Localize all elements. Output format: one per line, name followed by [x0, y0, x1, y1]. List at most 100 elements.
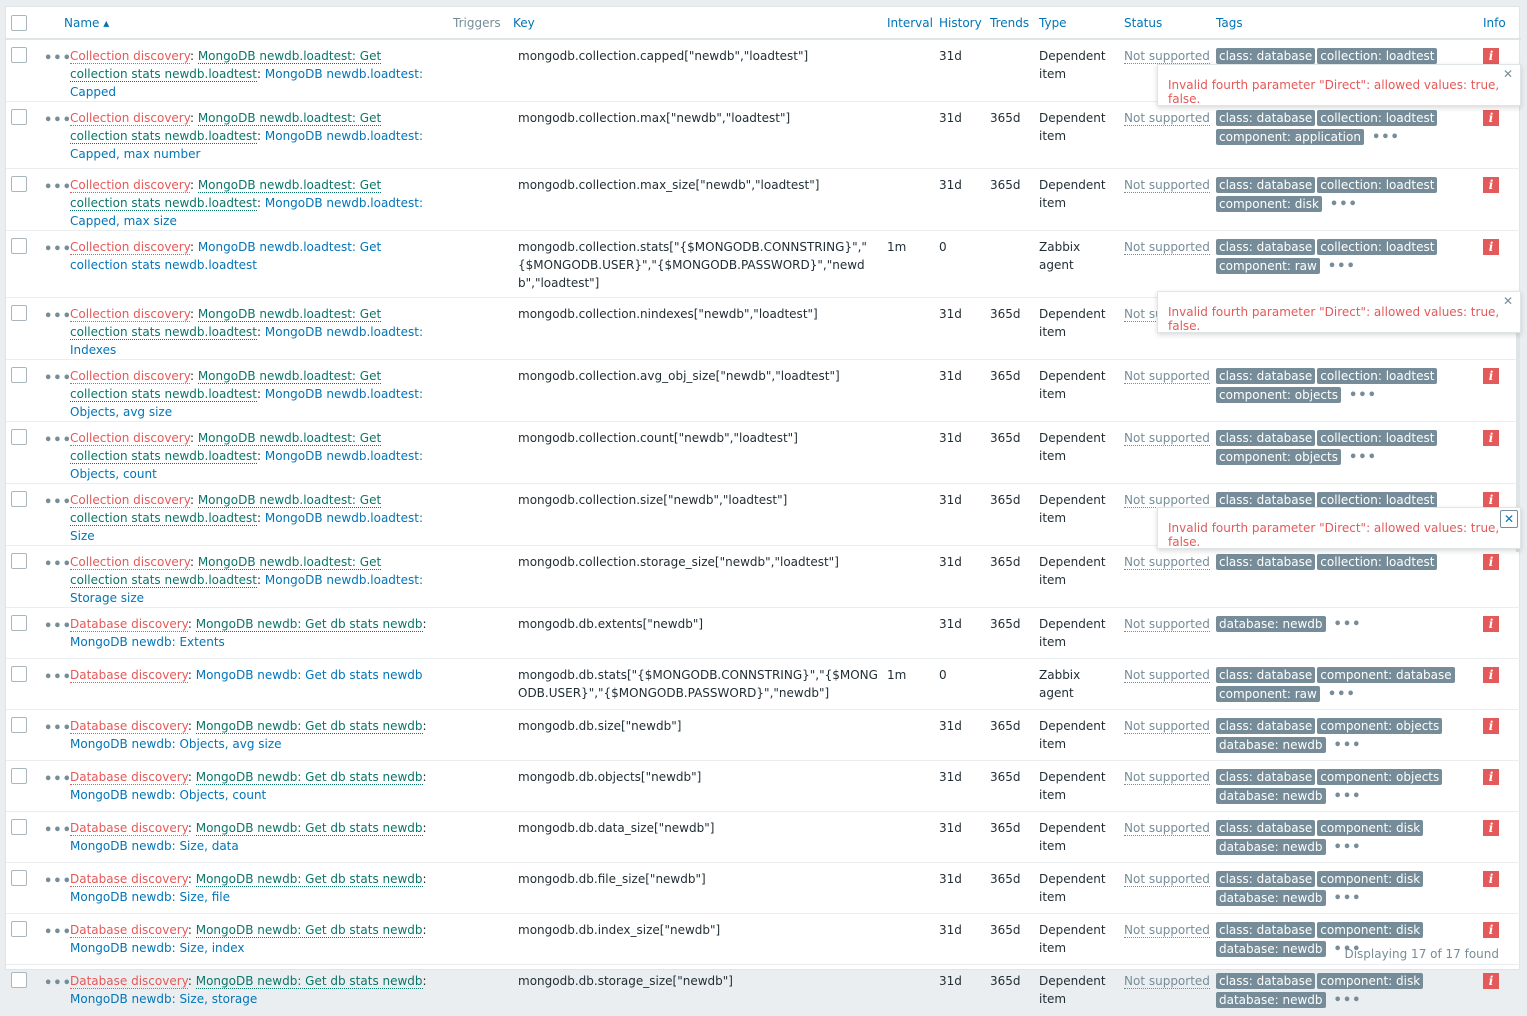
discovery-rule-link[interactable]: Database discovery — [70, 617, 188, 632]
row-menu-icon[interactable]: ••• — [44, 51, 72, 66]
row-menu-icon[interactable]: ••• — [44, 242, 72, 257]
col-trends[interactable]: Trends — [990, 15, 1030, 30]
more-tags-button[interactable]: ••• — [1348, 450, 1377, 465]
scrollbar[interactable] — [1516, 322, 1519, 552]
item-name-link[interactable]: MongoDB newdb: Extents — [70, 635, 225, 649]
discovery-rule-link[interactable]: Database discovery — [70, 668, 188, 683]
status-link[interactable]: Not supported — [1124, 821, 1210, 836]
item-name-link[interactable]: MongoDB newdb: Get db stats newdb — [195, 668, 423, 682]
discovery-rule-link[interactable]: Collection discovery — [70, 49, 190, 64]
more-tags-button[interactable]: ••• — [1333, 942, 1362, 957]
item-name-link[interactable]: MongoDB newdb: Objects, avg size — [70, 737, 282, 751]
more-tags-button[interactable]: ••• — [1348, 388, 1377, 403]
status-link[interactable]: Not supported — [1124, 872, 1210, 887]
col-interval[interactable]: Interval — [887, 15, 933, 30]
row-checkbox[interactable] — [11, 666, 27, 682]
row-menu-icon[interactable]: ••• — [44, 772, 72, 787]
error-info-icon[interactable]: i — [1483, 492, 1499, 508]
error-info-icon[interactable]: i — [1483, 769, 1499, 785]
row-checkbox[interactable] — [11, 972, 27, 988]
row-checkbox[interactable] — [11, 870, 27, 886]
master-item-link[interactable]: MongoDB newdb: Get db stats newdb — [195, 974, 423, 989]
row-menu-icon[interactable]: ••• — [44, 823, 72, 838]
row-menu-icon[interactable]: ••• — [44, 433, 72, 448]
discovery-rule-link[interactable]: Collection discovery — [70, 555, 190, 570]
row-menu-icon[interactable]: ••• — [44, 557, 72, 572]
master-item-link[interactable]: MongoDB newdb: Get db stats newdb — [195, 770, 423, 785]
status-link[interactable]: Not supported — [1124, 178, 1210, 193]
discovery-rule-link[interactable]: Collection discovery — [70, 369, 190, 384]
row-checkbox[interactable] — [11, 109, 27, 125]
row-checkbox[interactable] — [11, 176, 27, 192]
col-name[interactable]: Name ▴ — [64, 15, 110, 30]
master-item-link[interactable]: MongoDB newdb.loadtest: Get collection s… — [70, 555, 382, 588]
master-item-link[interactable]: MongoDB newdb: Get db stats newdb — [195, 821, 423, 836]
status-link[interactable]: Not supported — [1124, 240, 1210, 255]
error-info-icon[interactable]: i — [1483, 239, 1499, 255]
discovery-rule-link[interactable]: Database discovery — [70, 923, 188, 938]
item-name-link[interactable]: MongoDB newdb.loadtest: Storage size — [70, 573, 424, 605]
row-menu-icon[interactable]: ••• — [44, 180, 72, 195]
row-checkbox[interactable] — [11, 367, 27, 383]
more-tags-button[interactable]: ••• — [1371, 130, 1400, 145]
error-info-icon[interactable]: i — [1483, 177, 1499, 193]
status-link[interactable]: Not supported — [1124, 369, 1210, 384]
more-tags-button[interactable]: ••• — [1333, 789, 1362, 804]
status-link[interactable]: Not supported — [1124, 493, 1210, 508]
row-checkbox[interactable] — [11, 429, 27, 445]
master-item-link[interactable]: MongoDB newdb.loadtest: Get collection s… — [70, 431, 382, 464]
more-tags-button[interactable]: ••• — [1333, 840, 1362, 855]
status-link[interactable]: Not supported — [1124, 49, 1210, 64]
col-type[interactable]: Type — [1039, 15, 1067, 30]
item-name-link[interactable]: MongoDB newdb: Size, storage — [70, 992, 258, 1006]
discovery-rule-link[interactable]: Database discovery — [70, 770, 188, 785]
item-name-link[interactable]: MongoDB newdb: Size, index — [70, 941, 245, 955]
row-menu-icon[interactable]: ••• — [44, 113, 72, 128]
discovery-rule-link[interactable]: Collection discovery — [70, 493, 190, 508]
col-history[interactable]: History — [939, 15, 982, 30]
status-link[interactable]: Not supported — [1124, 668, 1210, 683]
status-link[interactable]: Not supported — [1124, 111, 1210, 126]
row-menu-icon[interactable]: ••• — [44, 371, 72, 386]
row-checkbox[interactable] — [11, 717, 27, 733]
master-item-link[interactable]: MongoDB newdb: Get db stats newdb — [195, 872, 423, 887]
row-checkbox[interactable] — [11, 553, 27, 569]
status-link[interactable]: Not supported — [1124, 431, 1210, 446]
more-tags-button[interactable]: ••• — [1333, 993, 1362, 1008]
status-link[interactable]: Not supported — [1124, 555, 1210, 570]
close-icon[interactable]: ✕ — [1500, 510, 1518, 528]
item-name-link[interactable]: MongoDB newdb.loadtest: Capped — [70, 67, 424, 99]
col-key[interactable]: Key — [513, 15, 535, 30]
close-icon[interactable]: ✕ — [1502, 294, 1514, 308]
row-checkbox[interactable] — [11, 819, 27, 835]
master-item-link[interactable]: MongoDB newdb.loadtest: Get collection s… — [70, 111, 382, 144]
master-item-link[interactable]: MongoDB newdb.loadtest: Get collection s… — [70, 369, 382, 402]
error-info-icon[interactable]: i — [1483, 368, 1499, 384]
row-menu-icon[interactable]: ••• — [44, 619, 72, 634]
row-menu-icon[interactable]: ••• — [44, 309, 72, 324]
row-checkbox[interactable] — [11, 238, 27, 254]
status-link[interactable]: Not supported — [1124, 617, 1210, 632]
error-info-icon[interactable]: i — [1483, 871, 1499, 887]
master-item-link[interactable]: MongoDB newdb.loadtest: Get collection s… — [70, 49, 382, 82]
status-link[interactable]: Not supported — [1124, 719, 1210, 734]
discovery-rule-link[interactable]: Collection discovery — [70, 307, 190, 322]
discovery-rule-link[interactable]: Collection discovery — [70, 111, 190, 126]
row-checkbox[interactable] — [11, 615, 27, 631]
error-info-icon[interactable]: i — [1483, 616, 1499, 632]
row-menu-icon[interactable]: ••• — [44, 670, 72, 685]
more-tags-button[interactable]: ••• — [1333, 617, 1362, 632]
row-checkbox[interactable] — [11, 305, 27, 321]
discovery-rule-link[interactable]: Database discovery — [70, 974, 188, 989]
status-link[interactable]: Not supported — [1124, 770, 1210, 785]
row-menu-icon[interactable]: ••• — [44, 495, 72, 510]
row-menu-icon[interactable]: ••• — [44, 874, 72, 889]
error-info-icon[interactable]: i — [1483, 718, 1499, 734]
error-info-icon[interactable]: i — [1483, 667, 1499, 683]
item-name-link[interactable]: MongoDB newdb: Size, data — [70, 839, 239, 853]
error-info-icon[interactable]: i — [1483, 110, 1499, 126]
item-name-link[interactable]: MongoDB newdb.loadtest: Objects, count — [70, 449, 424, 481]
close-icon[interactable]: ✕ — [1502, 67, 1514, 81]
discovery-rule-link[interactable]: Collection discovery — [70, 240, 190, 255]
discovery-rule-link[interactable]: Collection discovery — [70, 431, 190, 446]
